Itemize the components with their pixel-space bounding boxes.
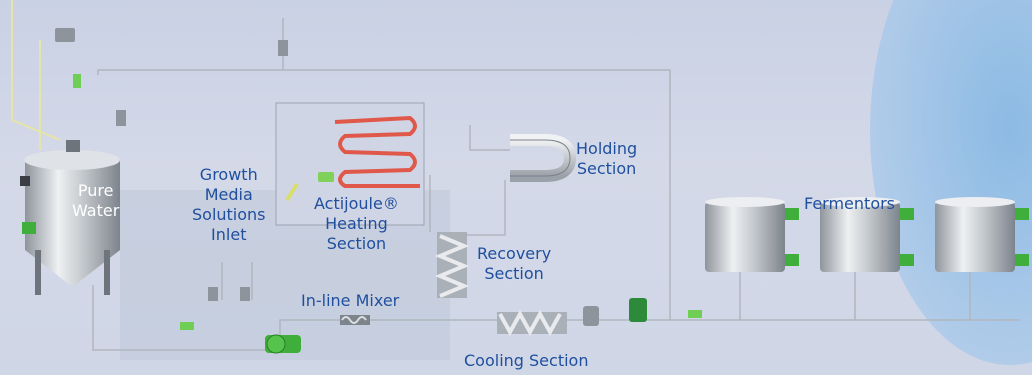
- heater-module-icon: [318, 172, 334, 182]
- heat-exchanger-icon: [434, 232, 470, 298]
- valve-icon: [180, 322, 194, 330]
- fermentor-tank-icon: [705, 197, 799, 272]
- inline-mixer-icon: [340, 315, 370, 325]
- fermentor-tank-icon: [820, 197, 914, 272]
- heater-probe-icon: [285, 182, 299, 202]
- pipe-mixer-line: [279, 319, 500, 340]
- inline-mixer-label: In-line Mixer: [301, 291, 400, 310]
- valve-icon: [583, 306, 599, 326]
- background-glow: [870, 0, 1032, 365]
- pure-water-label: Pure Water: [72, 181, 120, 220]
- valve-icon: [629, 298, 647, 322]
- pipe-top-main: [97, 69, 671, 320]
- sensor-icon: [240, 287, 250, 301]
- pipe-holding-down: [460, 180, 506, 236]
- fermentors-label: Fermentors: [804, 194, 896, 213]
- heating-enclosure: [275, 102, 425, 226]
- fermentor-tank-icon: [935, 197, 1029, 272]
- pump-icon: [265, 334, 301, 354]
- heating-coil-icon: [334, 115, 420, 188]
- valve-icon: [55, 28, 75, 42]
- growth-media-label: Growth Media Solutions Inlet: [192, 165, 266, 244]
- pipe-water-inlet: [11, 0, 61, 150]
- pipe-holding-to-heating: [469, 125, 510, 151]
- sensor-icon: [208, 287, 218, 301]
- cooling-exchanger-icon: [497, 309, 567, 337]
- pipe-growth-inlet: [221, 262, 253, 300]
- valve-icon: [278, 40, 288, 56]
- holding-section-label: Holding Section: [576, 139, 638, 178]
- sensor-icon: [73, 74, 81, 88]
- holding-tube-icon: [510, 134, 577, 182]
- heating-section-label: Actijoule® Heating Section: [314, 194, 399, 253]
- pure-water-tank-icon: [20, 140, 120, 295]
- cooling-section-label: Cooling Section: [464, 351, 589, 370]
- valve-icon: [688, 310, 702, 318]
- valve-icon: [116, 110, 126, 126]
- pipe-return: [92, 285, 280, 351]
- recovery-section-label: Recovery Section: [477, 244, 552, 283]
